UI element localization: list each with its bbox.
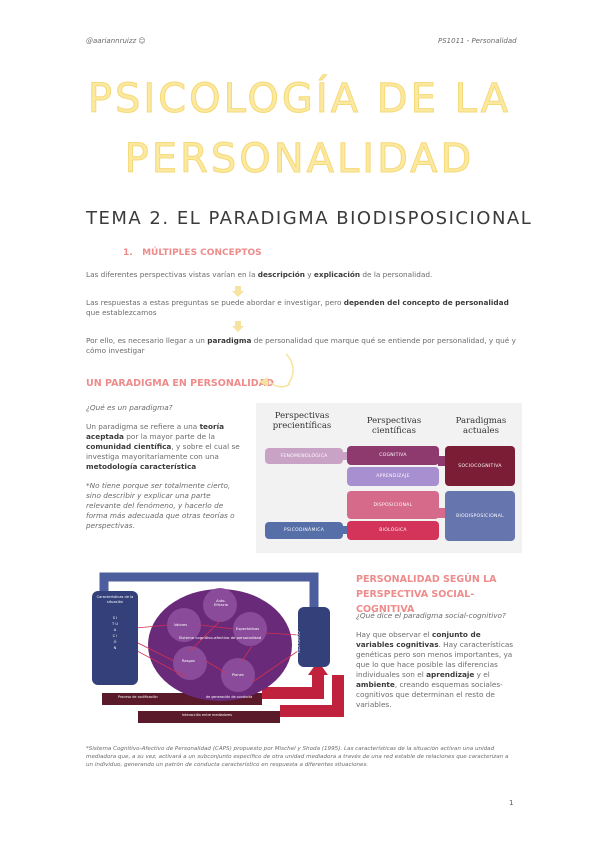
paragraph-3: Por ello, es necesario llegar a un parad… xyxy=(86,336,516,355)
pill-cognitiva: COGNITIVA xyxy=(347,446,439,465)
behavior-generation-label: de generación de conducta xyxy=(206,695,253,699)
connector xyxy=(342,526,348,534)
question-1: ¿Qué es un paradigma? xyxy=(86,403,173,412)
caps-system-label: Sistema cognitivo-afectivo de personalid… xyxy=(178,635,262,640)
pill-biodisposicional: BIODISPOSICIONAL xyxy=(445,491,515,541)
arrow-down-icon xyxy=(231,318,245,337)
node-valores: Valores xyxy=(174,623,188,627)
section1-number: 1. xyxy=(123,248,133,258)
header-precientificas: Perspectivas precientíficas xyxy=(272,411,332,431)
node-expectativas: Expectativas xyxy=(236,627,260,631)
node-planes: Planes xyxy=(232,673,244,677)
caps-diagram: Características de la situación S I T U … xyxy=(86,571,344,733)
situation-letters: S I T U A C I Ó N xyxy=(112,616,118,650)
paragraph-4: Un paradigma se refiere a una teoría ace… xyxy=(86,422,240,471)
header-course: PS1011 - Personalidad xyxy=(438,37,517,45)
pill-aprendizaje: APRENDIZAJE xyxy=(347,467,439,486)
document-title-line1: PSICOLOGÍA DE LA xyxy=(87,76,512,123)
situation-box-label: Características de la situación xyxy=(96,595,134,604)
paradigms-figure: Perspectivas precientíficas Perspectivas… xyxy=(256,403,522,553)
paragraph-1: Las diferentes perspectivas vistas varía… xyxy=(86,270,433,279)
arrow-down-icon xyxy=(231,283,245,302)
footnote: *Sistema Cognitivo-Afectivo de Personali… xyxy=(86,746,509,768)
header-paradigmas: Paradigmas actuales xyxy=(455,416,507,436)
paragraph-2: Las respuestas a estas preguntas se pued… xyxy=(86,298,509,317)
behavior-box-label: CONDUCTA xyxy=(295,631,300,654)
question-2: ¿Qué dice el paradigma social-cognitivo? xyxy=(356,611,506,620)
pill-disposicional: DISPOSICIONAL xyxy=(347,491,439,519)
header-cientificas: Perspectivas científicas xyxy=(366,416,422,436)
section3-heading: PERSONALIDAD SEGÚN LA PERSPECTIVA SOCIAL… xyxy=(356,574,497,615)
pill-fenomenologica: FENOMENOLÓGICA xyxy=(265,448,343,464)
section1-title: MÚLTIPLES CONCEPTOS xyxy=(142,248,262,258)
connector xyxy=(438,508,446,518)
pill-biologica: BIOLÓGICA xyxy=(347,521,439,540)
connector xyxy=(438,456,446,466)
section1-heading: 1. MÚLTIPLES CONCEPTOS xyxy=(123,248,262,258)
connector xyxy=(342,452,348,460)
document-title-line2: PERSONALIDAD xyxy=(124,136,475,183)
header-author: @aariannruizz ☺ xyxy=(86,37,146,45)
page-number: 1 xyxy=(509,799,514,807)
paragraph-5: Hay que observar el conjunto de variable… xyxy=(356,630,514,709)
node-rasgos: Rasgos xyxy=(182,659,195,663)
pill-psicodinamica: PSICODINÁMICA xyxy=(265,522,343,539)
section2-heading: UN PARADIGMA EN PERSONALIDAD xyxy=(86,378,274,389)
note-1: *No tiene porque ser totalmente cierto, … xyxy=(86,481,235,530)
node-autoeficacia: Auto-Eficacia xyxy=(214,599,228,607)
tema-heading: TEMA 2. EL PARADIGMA BIODISPOSICIONAL xyxy=(86,208,533,229)
curved-arrow-icon xyxy=(256,352,302,396)
mediators-interaction-label: Interacción entre mediadores xyxy=(182,713,233,717)
coding-process-label: Proceso de codificación xyxy=(118,695,158,699)
pill-sociocognitiva: SOCIOCOGNITIVA xyxy=(445,446,515,486)
